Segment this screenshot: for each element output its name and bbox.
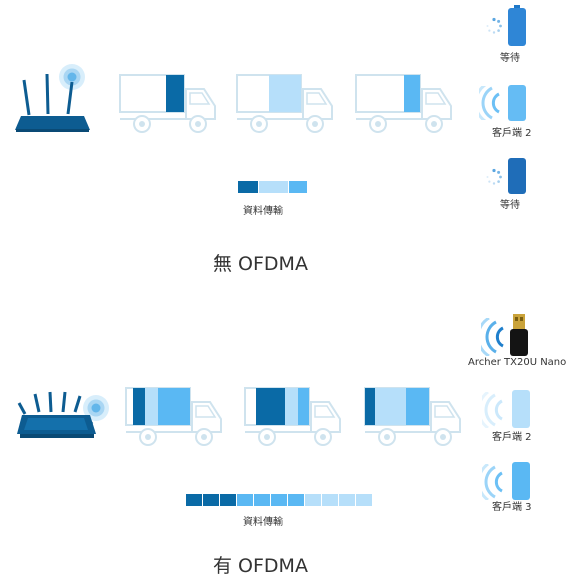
legend-label: 資料傳輸: [243, 206, 283, 217]
data-transfer-legend: [186, 494, 372, 506]
truck-icon: [364, 387, 461, 446]
wifi-signal-icon: [479, 86, 500, 120]
truck-icon: [244, 387, 341, 446]
section-title: 有 OFDMA: [213, 555, 308, 577]
wifi-signal-icon: [482, 464, 503, 500]
legend-label: 資料傳輸: [243, 517, 283, 528]
client-label: Archer TX20U Nano: [468, 357, 567, 368]
phone-icon: [508, 5, 526, 46]
phone-icon: [508, 158, 526, 194]
truck-icon: [355, 74, 452, 133]
client-label: 客戶端 2: [492, 432, 532, 443]
truck-icon: [125, 387, 222, 446]
client-label: 客戶端 2: [492, 128, 532, 139]
usb-adapter-icon: [510, 314, 528, 356]
wifi-signal-icon: [482, 392, 503, 428]
truck-icon: [236, 74, 333, 133]
router-icon: [17, 391, 109, 438]
phone-icon: [508, 85, 526, 121]
phone-icon: [512, 462, 530, 500]
client-label: 等待: [500, 200, 520, 211]
truck-icon: [119, 74, 216, 133]
loading-spinner-icon: [486, 17, 502, 34]
data-transfer-legend: [238, 181, 307, 193]
client-label: 等待: [500, 53, 520, 64]
loading-spinner-icon: [486, 168, 502, 185]
router-icon: [15, 64, 90, 132]
section-title: 無 OFDMA: [213, 253, 308, 275]
phone-icon: [512, 390, 530, 428]
client-label: 客戶端 3: [492, 502, 532, 513]
wifi-signal-icon: [481, 318, 504, 356]
